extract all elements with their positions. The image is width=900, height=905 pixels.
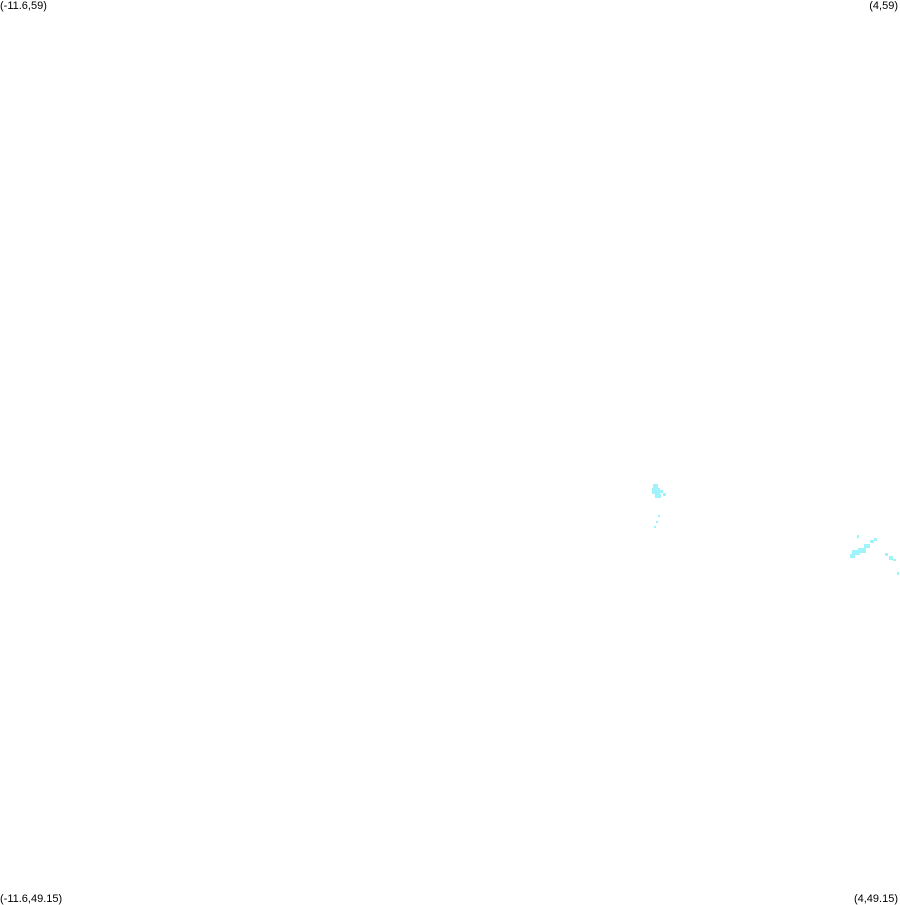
feature-patch (656, 521, 658, 523)
feature-patch (655, 494, 661, 498)
feature-cluster-east (850, 535, 899, 575)
corner-label-bottom-right: (4,49.15) (853, 893, 898, 905)
corner-label-top-right: (4,59) (869, 0, 898, 12)
feature-patch (870, 540, 874, 543)
corner-label-bottom-left: (-11.6,49.15) (0, 893, 63, 905)
feature-patch (852, 550, 860, 555)
feature-patch (897, 572, 899, 575)
feature-patch (885, 553, 888, 556)
feature-patch (658, 515, 660, 517)
feature-patch (660, 490, 663, 493)
feature-patch (652, 488, 660, 494)
feature-patch (857, 535, 859, 538)
feature-patch (654, 526, 656, 528)
feature-patch (889, 556, 893, 560)
corner-label-top-left: (-11.6,59) (0, 0, 47, 12)
feature-patch (850, 554, 855, 558)
feature-patch (858, 548, 866, 553)
feature-patch (893, 559, 896, 561)
feature-patch (874, 538, 877, 541)
feature-cluster-central (652, 484, 666, 528)
feature-patch (864, 544, 870, 548)
feature-patch (663, 493, 666, 496)
feature-patch (653, 484, 658, 488)
